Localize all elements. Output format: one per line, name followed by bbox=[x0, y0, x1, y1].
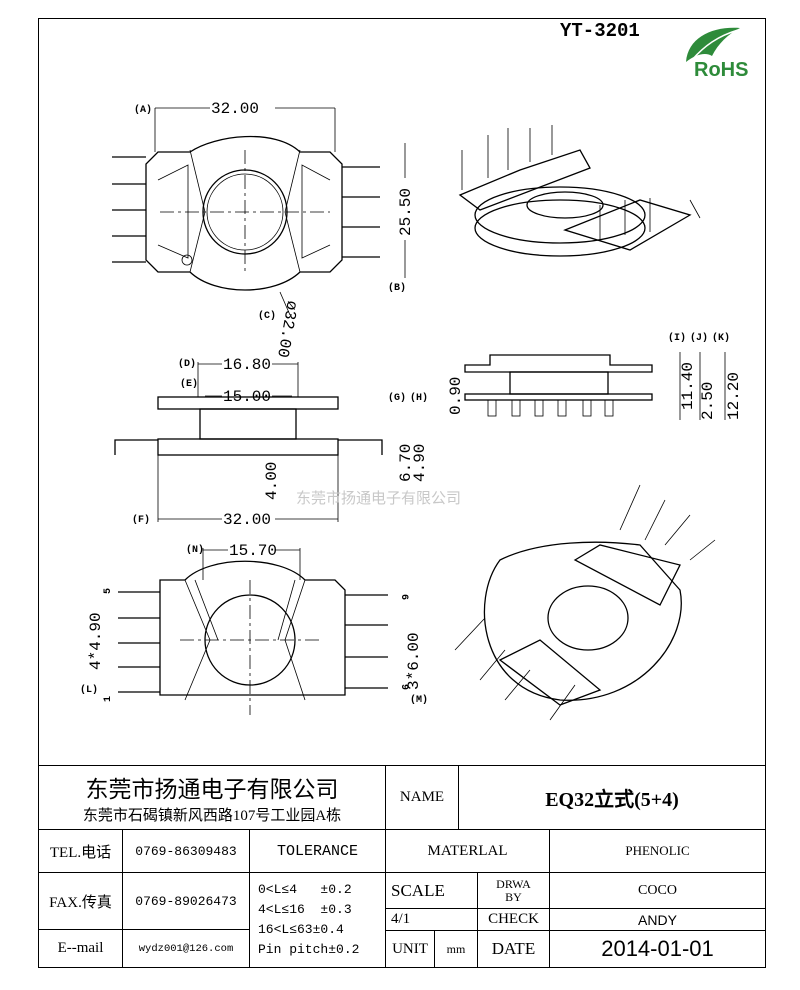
fax-label: FAX.传真 bbox=[38, 872, 123, 930]
isometric-view-top bbox=[458, 125, 701, 257]
scale-value: 4/1 bbox=[385, 908, 478, 931]
label-e: (E) bbox=[180, 378, 198, 390]
label-m: (M) bbox=[410, 694, 428, 706]
label-f: (F) bbox=[132, 514, 150, 526]
isometric-view-bottom bbox=[454, 484, 716, 721]
company-name: 东莞市扬通电子有限公司 bbox=[85, 777, 339, 802]
label-g: (G) bbox=[388, 392, 406, 404]
check-value: ANDY bbox=[549, 908, 766, 931]
top-view: 32.00 (A) 25.50 (B) (C) ø32.00 bbox=[112, 100, 415, 359]
dim-right-j: 2.50 bbox=[699, 382, 717, 420]
technical-drawing: 32.00 (A) 25.50 (B) (C) ø32.00 16.80 (D)… bbox=[80, 100, 743, 721]
date-value: 2014-01-01 bbox=[549, 930, 766, 968]
tolerance-row: 0<L≤4 ±0.2 bbox=[258, 882, 352, 897]
dim-bottom-n: 15.70 bbox=[229, 542, 277, 560]
dim-bottom-m: 3*6.00 bbox=[405, 632, 423, 690]
material-label: MATERLAL bbox=[385, 829, 550, 873]
label-i: (I) bbox=[668, 332, 686, 344]
tolerance-row: 16<L≤63±0.4 bbox=[258, 922, 344, 937]
label-c: (C) bbox=[258, 310, 276, 322]
company-cell: 东莞市扬通电子有限公司 东莞市石碣镇新风西路107号工业园A栋 bbox=[38, 765, 386, 830]
company-address: 东莞市石碣镇新风西路107号工业园A栋 bbox=[82, 808, 342, 824]
label-n: (N) bbox=[186, 544, 204, 556]
dim-side-h: 4.90 bbox=[411, 444, 429, 482]
check-label: CHECK bbox=[477, 908, 550, 931]
side-view: 16.80 (D) 15.00 (E) 32.00 (F) 4.00 6.70 … bbox=[114, 356, 429, 529]
email-label: E--mail bbox=[38, 929, 123, 968]
pin-label-5: 5 bbox=[103, 588, 114, 594]
leaf-icon bbox=[686, 27, 740, 62]
pin-label-6: 6 bbox=[398, 594, 409, 600]
dim-side-f: 32.00 bbox=[223, 511, 271, 529]
pin-label-1: 1 bbox=[103, 696, 114, 702]
dim-right-i: 11.40 bbox=[679, 362, 697, 410]
bottom-view: 15.70 (N) 4*4.90 (L) 3*6.00 (M) 5 1 6 9 bbox=[80, 542, 428, 715]
part-number: YT-3201 bbox=[560, 20, 640, 42]
dim-side-4: 4.00 bbox=[263, 462, 281, 500]
dim-bottom-l: 4*4.90 bbox=[87, 612, 105, 670]
tolerance-label: TOLERANCE bbox=[249, 829, 386, 873]
tel-label: TEL.电话 bbox=[38, 829, 123, 873]
dim-diameter: ø32.00 bbox=[273, 299, 301, 359]
dim-side-e: 15.00 bbox=[223, 388, 271, 406]
tolerance-row: Pin pitch±0.2 bbox=[258, 942, 360, 957]
dim-top-height: 25.50 bbox=[397, 188, 415, 236]
label-l: (L) bbox=[80, 684, 98, 696]
label-k: (K) bbox=[712, 332, 730, 344]
name-label: NAME bbox=[385, 765, 459, 830]
email-value: wydz001@126.com bbox=[122, 929, 250, 968]
material-value: PHENOLIC bbox=[549, 829, 766, 873]
dim-top-width: 32.00 bbox=[211, 100, 259, 118]
tel-value: 0769-86309483 bbox=[122, 829, 250, 873]
tolerance-values: 0<L≤4 ±0.2 4<L≤16 ±0.3 16<L≤63±0.4 Pin p… bbox=[249, 872, 386, 968]
name-value: EQ32立式(5+4) bbox=[458, 765, 766, 830]
fax-value: 0769-89026473 bbox=[122, 872, 250, 930]
dim-side-g: 6.70 bbox=[397, 444, 415, 482]
watermark: 东莞市扬通电子有限公司 bbox=[296, 489, 461, 507]
tolerance-row: 4<L≤16 ±0.3 bbox=[258, 902, 352, 917]
dim-side-d: 16.80 bbox=[223, 356, 271, 374]
svg-text:RoHS: RoHS bbox=[694, 59, 748, 80]
drawn-value: COCO bbox=[549, 872, 766, 909]
label-j: (J) bbox=[690, 332, 708, 344]
rohs-logo: RoHS bbox=[686, 27, 748, 80]
date-label: DATE bbox=[477, 930, 550, 968]
dim-right-090: 0.90 bbox=[447, 377, 465, 415]
scale-label: SCALE bbox=[385, 872, 478, 909]
label-b: (B) bbox=[388, 282, 406, 294]
dim-right-k: 12.20 bbox=[725, 372, 743, 420]
label-a: (A) bbox=[134, 104, 152, 116]
label-d: (D) bbox=[178, 358, 196, 370]
drawn-label: DRWA BY bbox=[477, 872, 550, 909]
right-view: 0.90 11.40 2.50 12.20 (I) (J) (K) bbox=[447, 332, 743, 420]
unit-value: mm bbox=[434, 930, 478, 968]
unit-label: UNIT bbox=[385, 930, 435, 968]
label-h: (H) bbox=[410, 392, 428, 404]
pin-label-9: 9 bbox=[398, 684, 409, 690]
